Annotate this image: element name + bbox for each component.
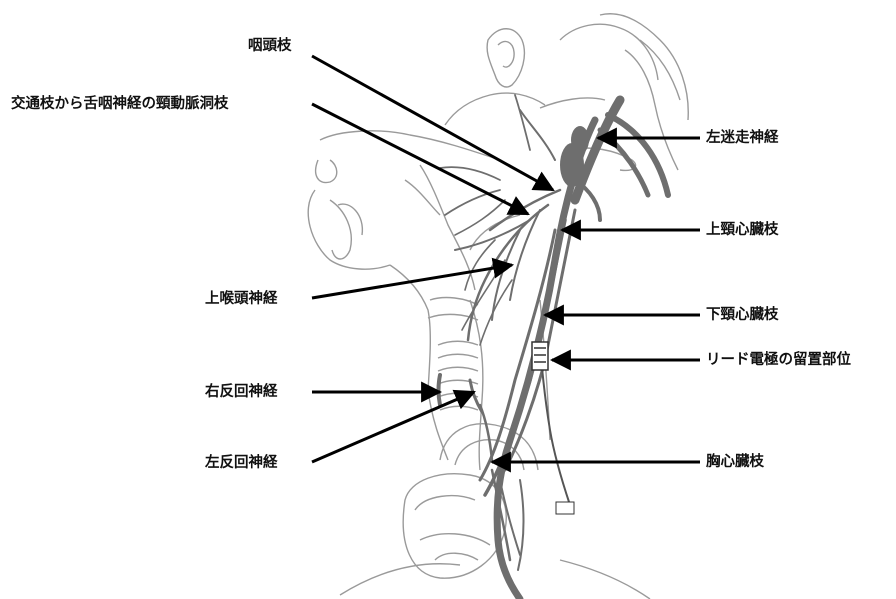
- label-right-recurrent-nerve: 右反回神経: [205, 383, 278, 401]
- arrow-left-recurrent: [312, 392, 474, 462]
- label-inferior-cervical-cardiac-branch: 下頸心臓枝: [706, 306, 779, 324]
- arrow-superior-laryngeal: [312, 265, 512, 298]
- label-left-recurrent-nerve: 左反回神経: [205, 454, 278, 472]
- label-thoracic-cardiac-branch: 胸心臓枝: [706, 453, 764, 471]
- nerve-network: [439, 95, 669, 599]
- label-left-vagus-nerve: 左迷走神経: [706, 129, 779, 147]
- label-lead-electrode-site: リード電極の留置部位: [706, 351, 851, 369]
- label-superior-cervical-cardiac-branch: 上頸心臓枝: [706, 221, 779, 239]
- label-pharyngeal-branch: 咽頭枝: [248, 37, 292, 55]
- lead-electrode-icon: [532, 342, 574, 514]
- label-arrows: [312, 56, 700, 462]
- label-superior-laryngeal-nerve: 上喉頭神経: [205, 290, 278, 308]
- label-communicating-branch: 交通枝から舌咽神経の頸動脈洞枝: [11, 95, 229, 113]
